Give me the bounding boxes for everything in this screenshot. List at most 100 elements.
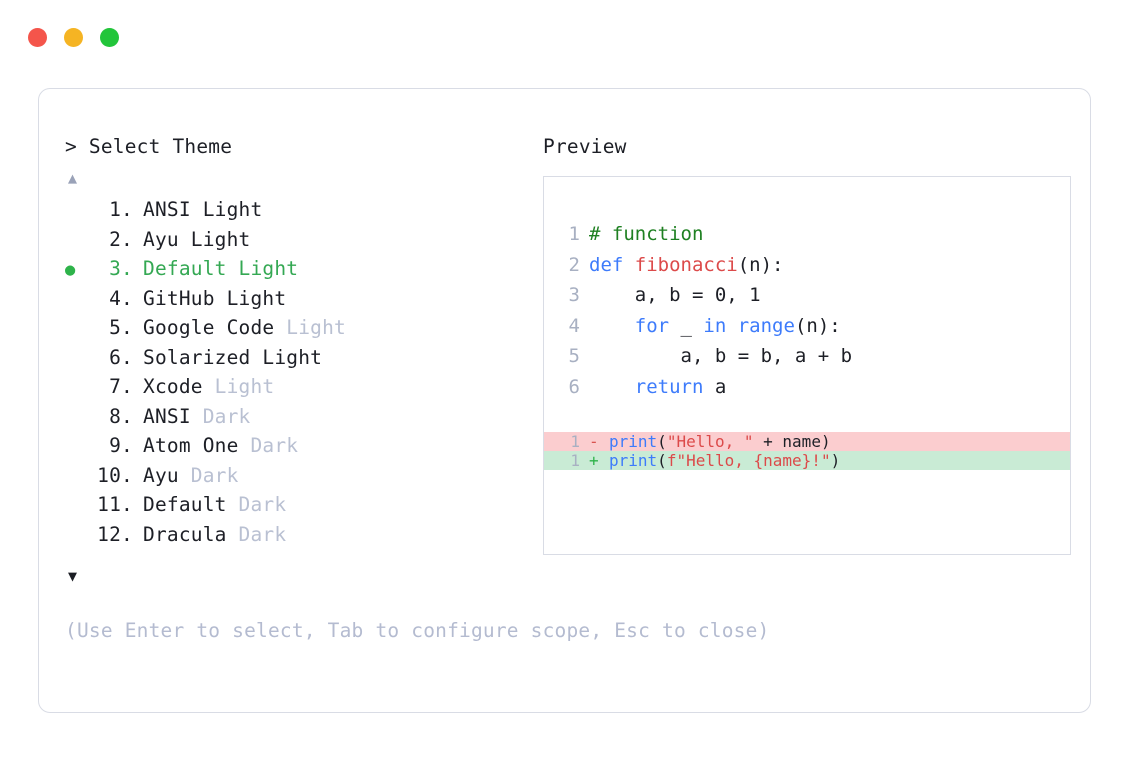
diff-preview: 1-print("Hello, " + name)1+print(f"Hello…	[544, 432, 1070, 470]
theme-list-item[interactable]: 6.Solarized Light	[65, 343, 535, 373]
theme-list-item[interactable]: 5.Google Code Light	[65, 313, 535, 343]
theme-list-item[interactable]: ●3.Default Light	[65, 254, 535, 284]
code-line: 1 # function	[544, 219, 1070, 250]
theme-item-number: 10.	[97, 463, 133, 487]
theme-item-variant: Light	[214, 375, 275, 398]
code-token-plain: )	[830, 451, 841, 470]
code-line-text: def fibonacci(n):	[589, 250, 783, 281]
window-minimize-button[interactable]	[64, 28, 83, 47]
theme-item-number: 4.	[109, 286, 133, 310]
diff-sign-icon: +	[589, 451, 599, 470]
code-token-func: fibonacci	[634, 253, 738, 276]
theme-item-variant: Dark	[202, 404, 251, 428]
theme-item-name: Dracula Dark	[143, 522, 287, 546]
code-token-plain: (	[657, 451, 667, 470]
theme-list-item[interactable]: 9. Atom One Dark	[65, 431, 535, 461]
code-token-string: f"Hello, {name}!"	[666, 451, 831, 470]
theme-item-number: 7.	[109, 375, 133, 398]
code-line-number: 4	[568, 314, 580, 337]
theme-item-variant: Light	[190, 227, 251, 251]
code-line-number: 6	[568, 375, 580, 398]
scroll-up-icon[interactable]: ▲	[68, 169, 78, 187]
theme-item-number: 11.	[97, 493, 133, 516]
code-line-text: a, b = b, a + b	[589, 341, 853, 372]
code-line: 5 a, b = b, a + b	[544, 341, 1070, 372]
theme-list-item[interactable]: 8. ANSI Dark	[65, 402, 535, 432]
theme-item-name: Atom One Dark	[143, 434, 299, 457]
theme-item-name: Default Dark	[143, 493, 287, 516]
diff-line-del: 1-print("Hello, " + name)	[544, 432, 1070, 451]
theme-list-item[interactable]: 4. GitHub Light	[65, 284, 535, 314]
theme-item-variant: Light	[202, 198, 263, 221]
theme-item-number: 2.	[109, 227, 133, 251]
theme-list-item[interactable]: 2. Ayu Light	[65, 225, 535, 255]
code-token-plain: + name)	[753, 432, 831, 451]
theme-list-item[interactable]: 7. Xcode Light	[65, 372, 535, 402]
theme-list-item[interactable]: 12.Dracula Dark	[65, 520, 535, 550]
code-token-plain	[589, 376, 635, 398]
theme-item-name: Xcode Light	[143, 375, 275, 398]
window-titlebar	[28, 28, 119, 47]
theme-item-name: Ayu Light	[143, 227, 251, 251]
page-title: Select Theme	[88, 135, 233, 158]
diff-sign-icon: -	[589, 432, 599, 451]
theme-item-variant: Dark	[238, 493, 287, 516]
code-token-keyword: print	[609, 432, 658, 451]
diff-line-number: 1	[570, 451, 580, 470]
theme-list-item[interactable]: 11. Default Dark	[65, 490, 535, 520]
code-line-text: # function	[589, 219, 703, 250]
code-line-number: 3	[568, 284, 580, 306]
theme-item-variant: Light	[286, 316, 346, 339]
code-token-plain: (n):	[737, 253, 784, 276]
theme-item-name: Default Light	[143, 257, 299, 280]
scroll-down-icon[interactable]: ▼	[68, 567, 78, 585]
theme-item-name: ANSI Dark	[143, 404, 251, 428]
theme-list-item[interactable]: 10. Ayu Dark	[65, 461, 535, 491]
code-token-keyword: for	[634, 314, 670, 337]
code-line-number: 1	[568, 223, 580, 245]
theme-item-name: Google Code Light	[143, 316, 346, 339]
theme-item-name: Solarized Light	[143, 345, 323, 369]
window-close-button[interactable]	[28, 28, 47, 47]
code-line-text: a, b = 0, 1	[589, 280, 761, 311]
diff-line-add: 1 + print(f"Hello, {name}!")	[544, 451, 1070, 470]
selector-title-line: > Select Theme	[65, 133, 535, 161]
diff-line-number: 1	[570, 432, 580, 451]
code-token-string: "Hello, "	[666, 432, 754, 451]
theme-item-number: 9.	[109, 434, 133, 457]
code-token-plain: (	[657, 432, 667, 451]
preview-label: Preview	[543, 135, 627, 158]
theme-item-variant: Light	[238, 257, 299, 280]
code-line-text: for _ in range(n):	[589, 311, 841, 342]
window-maximize-button[interactable]	[100, 28, 119, 47]
code-line: 3 a, b = 0, 1	[544, 280, 1070, 311]
theme-item-variant: Light	[262, 345, 323, 369]
code-token-comment: # function	[589, 223, 704, 245]
code-token-keyword: return	[634, 375, 704, 398]
theme-item-number: 8.	[109, 404, 133, 428]
theme-item-name: Ayu Dark	[143, 463, 239, 487]
theme-item-name: ANSI Light	[143, 198, 263, 221]
theme-item-name: GitHub Light	[143, 286, 287, 310]
code-token-plain: (n):	[794, 314, 841, 337]
code-line-text: return a	[589, 372, 727, 403]
code-line-number: 2	[568, 253, 580, 276]
theme-list-item[interactable]: 1.ANSI Light	[65, 195, 535, 225]
code-line: 2 def fibonacci(n):	[544, 250, 1070, 281]
code-token-plain: a, b = b, a + b	[589, 345, 853, 367]
code-line: 4 for _ in range(n):	[544, 311, 1070, 342]
diff-line-text: print(f"Hello, {name}!")	[609, 451, 840, 470]
theme-item-variant: Dark	[190, 463, 239, 487]
code-token-plain	[589, 315, 635, 337]
code-spacer	[544, 402, 1070, 432]
code-token-keyword: def	[589, 253, 635, 276]
diff-line-text: print("Hello, " + name)	[609, 432, 831, 451]
theme-item-variant: Dark	[238, 522, 287, 546]
